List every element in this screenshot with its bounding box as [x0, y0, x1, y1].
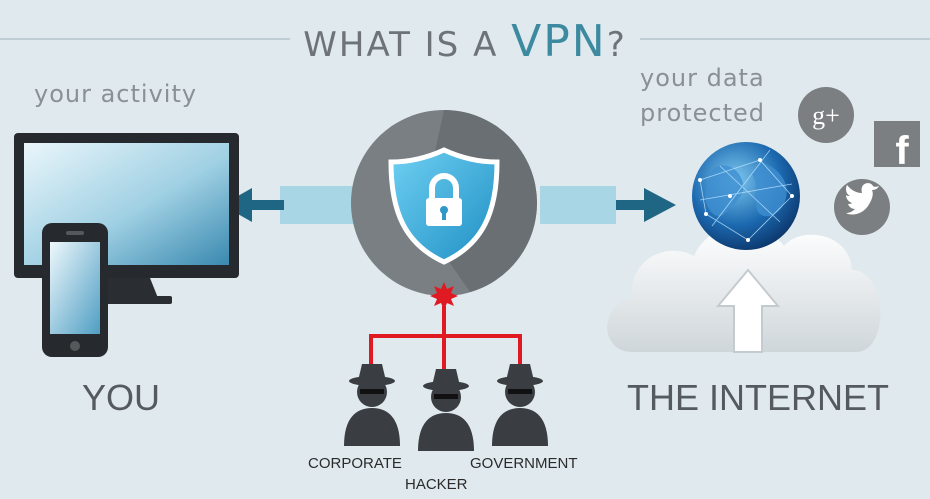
your-activity-caption: your activity: [34, 80, 198, 108]
spy-government-icon: [492, 364, 548, 446]
you-label: YOU: [82, 377, 161, 418]
facebook-glyph: f: [895, 129, 909, 173]
corporate-label: CORPORATE: [308, 455, 402, 472]
spy-corporate-icon: [344, 364, 400, 446]
title-divider-left: [0, 38, 290, 40]
twitter-icon: [834, 179, 890, 235]
globe-icon: [692, 142, 800, 250]
title-banner: WHAT IS A VPN?: [0, 8, 930, 68]
page-title: WHAT IS A VPN?: [0, 16, 930, 67]
cloud-upload-icon: [607, 225, 881, 353]
the-internet-label: THE INTERNET: [627, 377, 890, 418]
google-plus-icon: g+: [798, 87, 854, 143]
spy-hacker-icon: [418, 369, 474, 451]
threat-connection-lines: [369, 306, 522, 378]
arrow-right-icon: [616, 188, 676, 222]
title-divider-right: [640, 38, 930, 40]
title-suffix: ?: [606, 25, 627, 65]
hacker-label: HACKER: [405, 476, 468, 493]
your-data-caption-line1: your data: [640, 64, 765, 92]
google-plus-glyph: g+: [812, 101, 840, 130]
breach-star-icon: [430, 282, 458, 310]
your-data-caption-line2: protected: [640, 99, 766, 127]
title-highlight: VPN: [511, 16, 607, 67]
government-label: GOVERNMENT: [470, 455, 578, 472]
facebook-icon: f: [874, 121, 920, 173]
tunnel-right: [540, 186, 616, 224]
vpn-shield-icon: [351, 110, 537, 296]
title-prefix: WHAT IS A: [303, 25, 499, 65]
phone-icon: [42, 223, 108, 357]
